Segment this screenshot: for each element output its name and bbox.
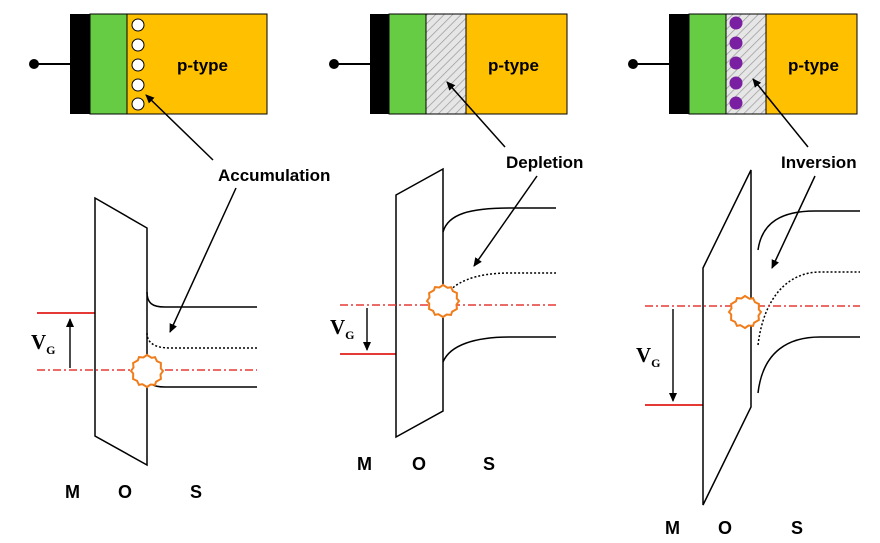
valence-band xyxy=(757,336,860,394)
interface-burst-icon xyxy=(727,294,763,330)
gate-terminal xyxy=(329,59,339,69)
regime-label: Depletion xyxy=(506,153,583,172)
pointer-arrow-band xyxy=(473,175,538,267)
pointer-arrow-band xyxy=(771,175,816,269)
oxide-barrier xyxy=(94,196,148,467)
metal-label: M xyxy=(357,454,372,474)
pointer-arrow-band xyxy=(169,187,237,333)
oxide-layer xyxy=(89,13,128,115)
oxide-layer xyxy=(688,13,727,115)
intrinsic-level xyxy=(442,272,556,301)
mos-device-accumulation: p-type xyxy=(29,13,268,115)
intrinsic-level xyxy=(757,271,860,346)
electron-carriers xyxy=(729,16,743,110)
valence-band xyxy=(442,336,556,363)
panel-depletion: p-type Depletion VG M O S xyxy=(329,13,583,474)
metal-label: M xyxy=(65,482,80,502)
band-diagram-depletion: VG xyxy=(330,167,556,439)
oxide-barrier xyxy=(395,167,444,439)
conduction-band xyxy=(757,210,860,251)
gate-voltage-label: VG xyxy=(31,330,56,357)
semiconductor-layer xyxy=(465,13,568,115)
interface-burst-icon xyxy=(129,353,165,389)
regime-label: Inversion xyxy=(781,153,857,172)
hole-carriers xyxy=(131,18,145,111)
semiconductor-label: S xyxy=(190,482,202,502)
device-label: p-type xyxy=(488,56,539,75)
gate-voltage-label: VG xyxy=(330,315,355,342)
gate-terminal xyxy=(628,59,638,69)
panel-inversion: p-type Inversion VG M O S xyxy=(628,13,860,538)
conduction-band xyxy=(442,207,556,233)
intrinsic-level xyxy=(146,332,257,349)
semiconductor-label: S xyxy=(483,454,495,474)
oxide-label: O xyxy=(412,454,426,474)
device-label: p-type xyxy=(177,56,228,75)
semiconductor-layer xyxy=(765,13,858,115)
gate-voltage-label: VG xyxy=(636,343,661,370)
layer-labels: M O S xyxy=(665,518,803,538)
metal-layer xyxy=(70,14,90,114)
oxide-layer xyxy=(388,13,427,115)
panel-accumulation: p-type Accumulation VG M O S xyxy=(29,13,330,502)
device-label: p-type xyxy=(788,56,839,75)
metal-layer xyxy=(669,14,689,114)
pointer-arrow-device xyxy=(145,94,214,161)
gate-terminal xyxy=(29,59,39,69)
metal-label: M xyxy=(665,518,680,538)
pointer-arrow-device xyxy=(752,78,809,148)
band-diagram-accumulation: VG xyxy=(31,196,257,467)
oxide-label: O xyxy=(718,518,732,538)
band-diagram-inversion: VG xyxy=(636,169,860,506)
layer-labels: M O S xyxy=(357,454,495,474)
semiconductor-label: S xyxy=(791,518,803,538)
layer-labels: M O S xyxy=(65,482,202,502)
conduction-band xyxy=(146,291,257,308)
mos-device-depletion: p-type xyxy=(329,13,568,115)
mos-device-inversion: p-type xyxy=(628,13,858,115)
regime-label: Accumulation xyxy=(218,166,330,185)
interface-burst-icon xyxy=(425,283,461,319)
pointer-arrow-device xyxy=(446,81,506,148)
metal-layer xyxy=(370,14,389,114)
depletion-region xyxy=(425,13,467,115)
oxide-label: O xyxy=(118,482,132,502)
valence-band xyxy=(146,373,257,388)
oxide-barrier xyxy=(702,169,752,506)
